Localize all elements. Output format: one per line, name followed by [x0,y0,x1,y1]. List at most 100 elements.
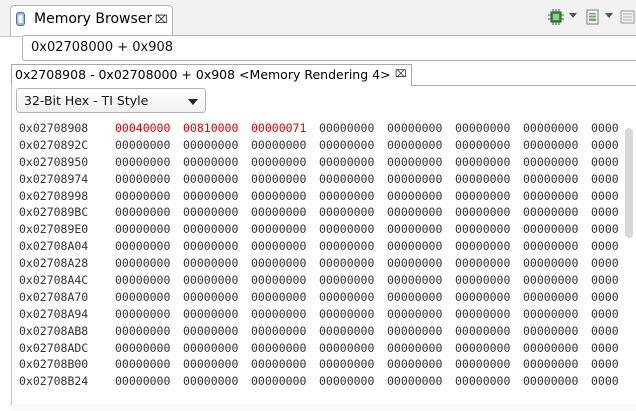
memory-word[interactable]: 00000000 [251,205,307,220]
memory-word[interactable]: 00000000 [387,273,443,288]
memory-word[interactable]: 00000000 [455,222,511,237]
memory-word[interactable]: 00000000 [319,306,375,321]
memory-word[interactable]: 00000000 [387,222,443,237]
memory-word[interactable]: 00000000 [455,121,511,135]
memory-word[interactable]: 00000000 [183,323,239,338]
memory-word[interactable]: 00000000 [455,256,511,271]
memory-word[interactable]: 00000000 [319,222,375,237]
memory-word[interactable]: 00000000 [183,137,239,152]
memory-word[interactable]: 00000000 [183,239,239,254]
memory-word[interactable]: 00000000 [387,171,443,186]
memory-word[interactable]: 00000000 [387,121,443,135]
memory-word[interactable]: 00000000 [183,205,239,220]
memory-word[interactable]: 00000000 [251,273,307,288]
memory-word[interactable]: 00000000 [251,239,307,254]
memory-word[interactable]: 00000000 [183,188,239,203]
memory-word[interactable]: 0000 [591,222,619,237]
memory-word[interactable]: 00000000 [251,154,307,169]
memory-word[interactable]: 00000000 [455,205,511,220]
memory-word[interactable]: 00000000 [387,340,443,355]
memory-word[interactable]: 00000000 [387,306,443,321]
memory-word[interactable]: 00000000 [319,188,375,203]
memory-word[interactable]: 00000000 [455,357,511,372]
memory-word[interactable]: 0000 [591,171,619,186]
memory-word[interactable]: 00000000 [387,239,443,254]
memory-word[interactable]: 00000000 [183,306,239,321]
memory-word[interactable]: 00000000 [115,357,171,372]
memory-word[interactable]: 00000000 [319,374,375,389]
memory-word[interactable]: 00000000 [183,273,239,288]
memory-word[interactable]: 00000000 [251,188,307,203]
memory-word[interactable]: 0000 [591,273,619,288]
memory-word[interactable]: 00000000 [115,374,171,389]
memory-word[interactable]: 00000000 [183,154,239,169]
address-input[interactable]: 0x02708000 + 0x908 [22,35,636,61]
chip-dropdown-icon[interactable] [569,13,577,18]
memory-word[interactable]: 00000000 [455,340,511,355]
memory-word[interactable]: 0000 [591,205,619,220]
memory-word[interactable]: 00000000 [387,357,443,372]
vertical-scrollbar[interactable] [622,120,636,405]
memory-word[interactable]: 00000000 [251,323,307,338]
memory-word[interactable]: 00000000 [319,340,375,355]
memory-word[interactable]: 0000 [591,154,619,169]
memory-word[interactable]: 0000 [591,357,619,372]
memory-word[interactable]: 00000000 [319,154,375,169]
memory-word[interactable]: 00000000 [183,256,239,271]
memory-word[interactable]: 00000000 [319,239,375,254]
memory-word[interactable]: 00000000 [319,323,375,338]
memory-word[interactable]: 00000000 [319,289,375,304]
format-select[interactable]: 32-Bit Hex - TI Style [16,88,206,113]
memory-word[interactable]: 00810000 [183,121,239,135]
memory-word[interactable]: 00000000 [455,137,511,152]
memory-word[interactable]: 00000000 [455,289,511,304]
memory-word[interactable]: 00000000 [183,340,239,355]
memory-word[interactable]: 00000071 [251,121,307,135]
memory-word[interactable]: 00000000 [183,374,239,389]
memory-word[interactable]: 0000 [591,256,619,271]
memory-word[interactable]: 00000000 [251,374,307,389]
memory-word[interactable]: 00000000 [455,273,511,288]
memory-word[interactable]: 00000000 [523,121,579,135]
memory-word[interactable]: 00000000 [523,374,579,389]
memory-word[interactable]: 00000000 [455,188,511,203]
memory-word[interactable]: 00000000 [523,273,579,288]
memory-word[interactable]: 0000 [591,239,619,254]
memory-word[interactable]: 00000000 [523,323,579,338]
memory-word[interactable]: 00000000 [115,340,171,355]
memory-word[interactable]: 0000 [591,340,619,355]
memory-word[interactable]: 00000000 [319,171,375,186]
memory-word[interactable]: 00000000 [115,323,171,338]
memory-word[interactable]: 00040000 [115,121,171,135]
memory-word[interactable]: 00000000 [387,323,443,338]
memory-word[interactable]: 0000 [591,121,619,135]
memory-word[interactable]: 00000000 [523,357,579,372]
memory-word[interactable]: 00000000 [251,137,307,152]
memory-word[interactable]: 00000000 [455,154,511,169]
memory-word[interactable]: 00000000 [523,256,579,271]
memory-word[interactable]: 00000000 [319,357,375,372]
memory-word[interactable]: 00000000 [523,171,579,186]
memory-word[interactable]: 00000000 [251,171,307,186]
memory-word[interactable]: 00000000 [251,357,307,372]
memory-word[interactable]: 00000000 [523,154,579,169]
close-rendering-icon[interactable]: ⌧ [395,69,407,80]
memory-word[interactable]: 00000000 [115,222,171,237]
memory-word[interactable]: 00000000 [455,306,511,321]
memory-word[interactable]: 0000 [591,188,619,203]
tab-memory-rendering[interactable]: 0x2708908 - 0x02708000 + 0x908 <Memory R… [11,64,412,86]
memory-word[interactable]: 00000000 [183,289,239,304]
memory-word[interactable]: 00000000 [115,171,171,186]
new-rendering-icon[interactable] [585,9,601,25]
